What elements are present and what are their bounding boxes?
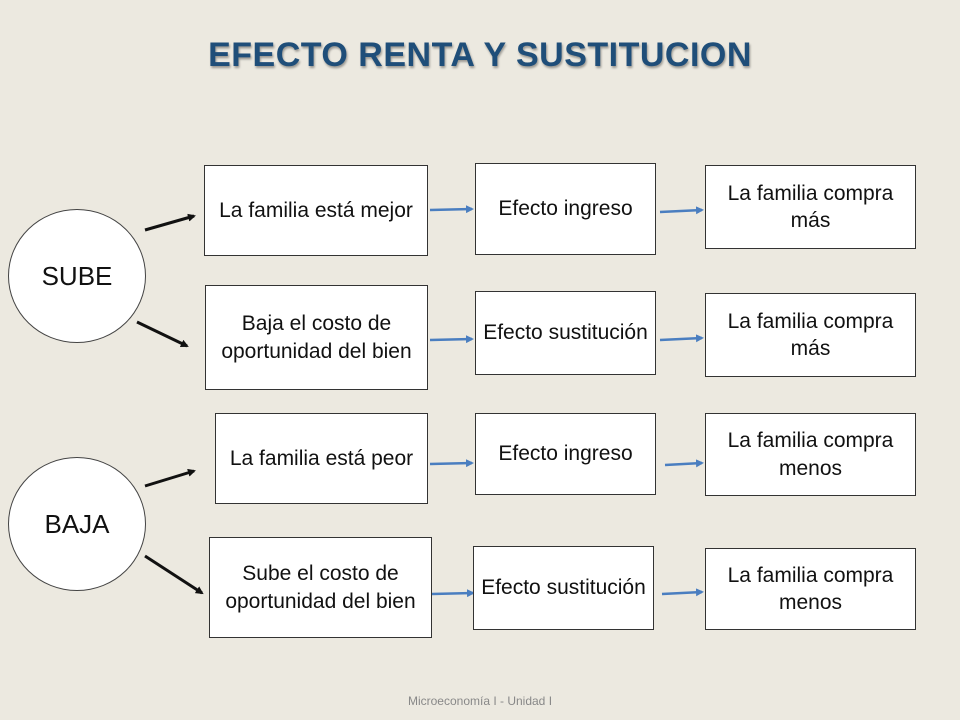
- arrow-cause-effect-3: [429, 459, 474, 468]
- arrow-sube-to-row2: [136, 320, 189, 348]
- arrow-cause-effect-2: [429, 335, 474, 344]
- arrow-effect-result-1: [659, 206, 704, 215]
- arrow-cause-effect-4: [431, 589, 475, 598]
- baja-row1-effect-box: Efecto ingreso: [475, 413, 656, 495]
- arrow-cause-effect-1: [429, 205, 474, 214]
- sube-row1-cause-box: La familia está mejor: [204, 165, 428, 256]
- baja-row1-result-box: La familia compra menos: [705, 413, 916, 496]
- baja-row1-cause-box: La familia está peor: [215, 413, 428, 504]
- sube-row2-result-box: La familia compra más: [705, 293, 916, 377]
- sube-row2-cause-box: Baja el costo de oportunidad del bien: [205, 285, 428, 390]
- arrow-sube-to-row1: [144, 213, 196, 232]
- baja-row2-effect-box: Efecto sustitución: [473, 546, 654, 630]
- sube-row2-effect-box: Efecto sustitución: [475, 291, 656, 375]
- baja-row2-cause-box: Sube el costo de oportunidad del bien: [209, 537, 432, 638]
- arrow-baja-to-row1: [144, 468, 196, 488]
- slide-title: EFECTO RENTA Y SUSTITUCION: [208, 36, 752, 74]
- slide-footer: Microeconomía I - Unidad I: [407, 694, 553, 708]
- arrow-effect-result-3: [664, 459, 704, 468]
- sube-row1-effect-box: Efecto ingreso: [475, 163, 656, 255]
- sube-row1-result-box: La familia compra más: [705, 165, 916, 249]
- arrow-effect-result-4: [661, 588, 704, 597]
- sube-circle: SUBE: [8, 209, 146, 343]
- arrow-effect-result-2: [659, 334, 704, 343]
- arrow-baja-to-row2: [144, 554, 204, 595]
- baja-row2-result-box: La familia compra menos: [705, 548, 916, 630]
- baja-circle: BAJA: [8, 457, 146, 591]
